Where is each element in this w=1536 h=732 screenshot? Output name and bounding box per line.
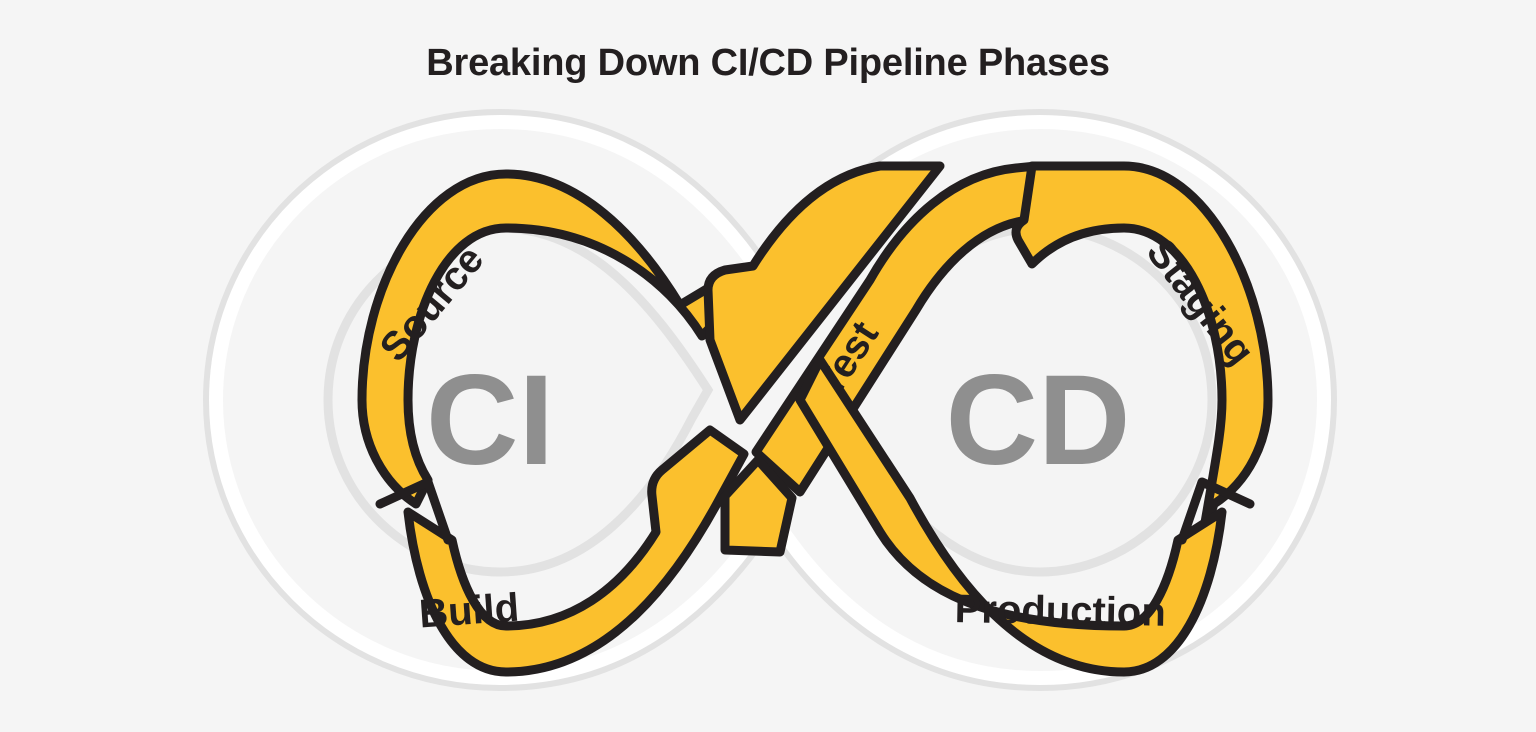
loop-center-label-ci: CI [426, 349, 554, 492]
divider-source-build [375, 477, 453, 545]
segment-test-arrowhead [720, 455, 797, 557]
segment-source-arrowhead [703, 161, 945, 425]
infinity-loop-graphic: Source Build Test Sta [180, 100, 1360, 700]
cicd-infinity-diagram: Source Build Test Sta [180, 100, 1360, 700]
segment-label-production: Production [954, 587, 1166, 635]
segment-production[interactable]: Production [795, 355, 1227, 677]
loop-center-label-cd: CD [946, 349, 1131, 492]
segment-build[interactable]: Build [403, 425, 749, 677]
page-title: Breaking Down CI/CD Pipeline Phases [426, 42, 1110, 84]
segment-label-build: Build [418, 586, 521, 637]
divider-staging-production [1177, 477, 1255, 545]
